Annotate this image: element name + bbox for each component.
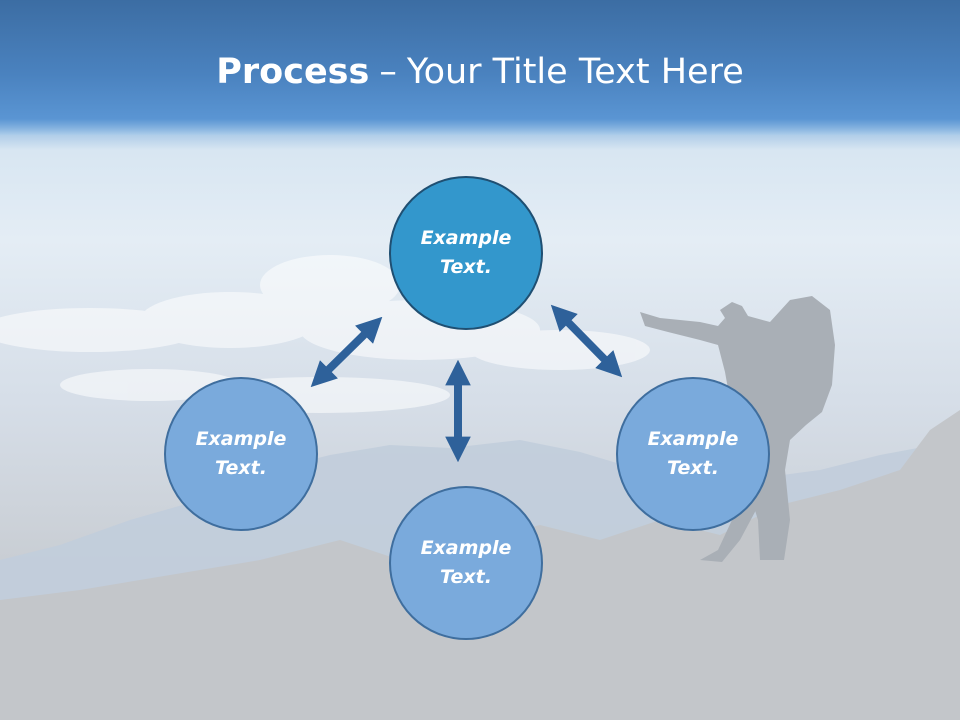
node-right: Example Text. [616,377,770,531]
title-separator: – [379,52,397,92]
node-bottom: Example Text. [389,486,543,640]
arrow-top-right [550,304,623,378]
arrow-top-left [310,316,383,388]
node-right-line2: Text. [667,457,719,479]
node-left-line1: Example [195,428,287,450]
slide-title: Process–Your Title Text Here [0,52,960,92]
title-band [0,0,960,135]
title-bold: Process [216,52,370,92]
node-bottom-line1: Example [420,537,512,559]
node-left: Example Text. [164,377,318,531]
node-top-line1: Example [420,227,512,249]
node-top-line2: Text. [440,256,492,278]
node-right-line1: Example [647,428,739,450]
node-left-line2: Text. [215,457,267,479]
node-bottom-line2: Text. [440,566,492,588]
node-top: Example Text. [389,176,543,330]
title-rest: Your Title Text Here [406,52,744,92]
